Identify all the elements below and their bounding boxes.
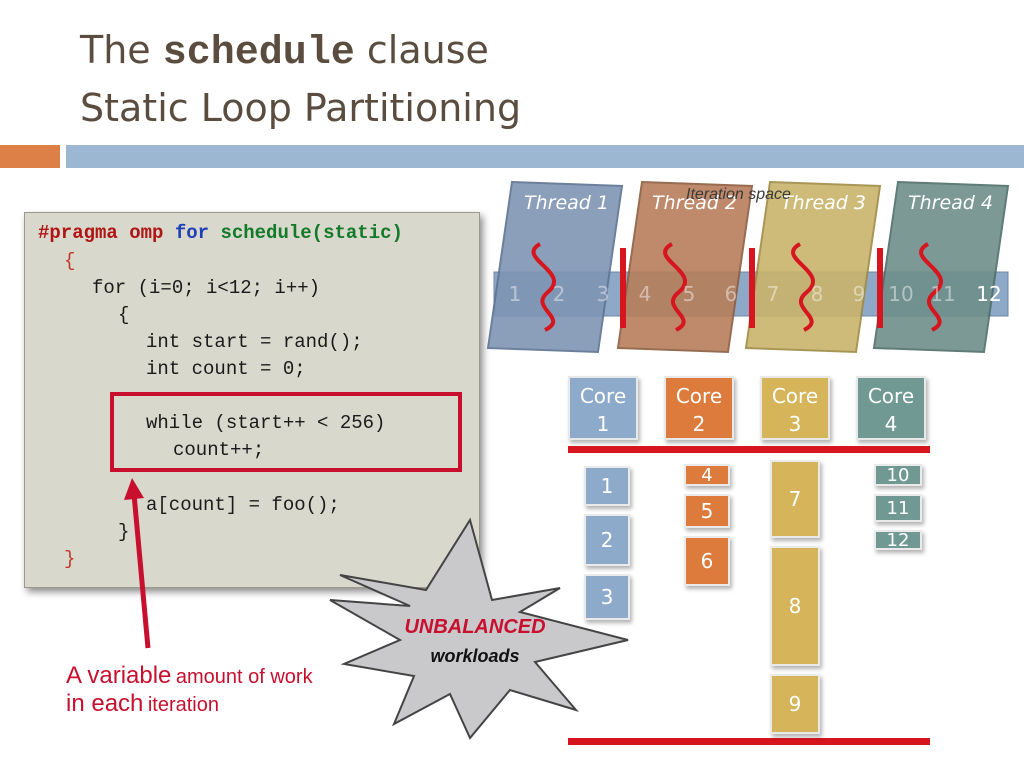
title-suffix: clause bbox=[366, 28, 489, 72]
callout-line1-small: amount of work bbox=[175, 666, 313, 688]
bottom-timeline-bar bbox=[568, 738, 930, 745]
accent-bar-orange bbox=[0, 145, 60, 168]
code-pragma-line: #pragma omp for schedule(static) bbox=[38, 222, 403, 244]
code-inner-close: } bbox=[118, 521, 130, 543]
thread-4-label: Thread 4 bbox=[908, 192, 993, 214]
callout-line2-big: in each bbox=[66, 689, 144, 717]
code-open-brace: { bbox=[64, 250, 76, 272]
divider-2 bbox=[749, 248, 755, 328]
accent-bar-blue bbox=[66, 145, 1024, 168]
task-block: 6 bbox=[684, 536, 730, 586]
code-count-inc: count++; bbox=[173, 439, 265, 461]
core-label: Core bbox=[867, 384, 915, 408]
iteration-number: 7 bbox=[766, 282, 780, 306]
core-3-box: Core 3 bbox=[760, 376, 830, 440]
iteration-number: 8 bbox=[810, 282, 824, 306]
iteration-number: 5 bbox=[682, 282, 696, 306]
task-block: 9 bbox=[770, 674, 820, 734]
iteration-number: 6 bbox=[724, 282, 738, 306]
task-block: 10 bbox=[874, 464, 922, 486]
task-block: 4 bbox=[684, 464, 730, 486]
code-close-brace: } bbox=[64, 548, 76, 570]
code-inner-open: { bbox=[118, 304, 130, 326]
core-label: Core bbox=[771, 384, 819, 408]
divider-1 bbox=[620, 248, 626, 328]
core-4-box: Core 4 bbox=[856, 376, 926, 440]
code-pragma: #pragma omp bbox=[38, 222, 164, 244]
core-number: 1 bbox=[596, 412, 610, 436]
iteration-space-label: Iteration space bbox=[686, 186, 791, 203]
thread-2-label: Thread 2 bbox=[652, 192, 737, 214]
task-block: 5 bbox=[684, 494, 730, 528]
code-start-decl: int start = rand(); bbox=[146, 331, 363, 353]
code-schedule: schedule(static) bbox=[220, 222, 403, 244]
iteration-number: 4 bbox=[638, 282, 652, 306]
thread-3-label: Thread 3 bbox=[781, 192, 866, 214]
while-highlight-box bbox=[110, 392, 462, 472]
title-prefix: The bbox=[80, 28, 151, 72]
variable-work-callout: A variable amount of work in each iterat… bbox=[66, 662, 313, 717]
code-count-decl: int count = 0; bbox=[146, 358, 306, 380]
code-for-keyword: for bbox=[174, 222, 210, 244]
callout-line1-big: A variable bbox=[66, 662, 172, 689]
iteration-number: 11 bbox=[930, 282, 956, 306]
code-while-line: while (start++ < 256) bbox=[146, 412, 386, 434]
unbalanced-text: UNBALANCED bbox=[404, 616, 546, 638]
workloads-text: workloads bbox=[430, 646, 520, 666]
top-timeline-bar bbox=[568, 446, 930, 453]
task-block: 8 bbox=[770, 546, 820, 666]
callout-line2-small: iteration bbox=[147, 693, 219, 716]
core-label: Core bbox=[675, 384, 723, 408]
task-block: 2 bbox=[584, 514, 630, 566]
core-2-box: Core 2 bbox=[664, 376, 734, 440]
task-block: 12 bbox=[874, 530, 922, 551]
code-assign-line: a[count] = foo(); bbox=[146, 494, 340, 516]
iteration-number: 1 bbox=[508, 282, 522, 306]
iteration-number: 9 bbox=[852, 282, 866, 306]
iteration-number: 3 bbox=[596, 282, 610, 306]
core-1-box: Core 1 bbox=[568, 376, 638, 440]
thread-1-label: Thread 1 bbox=[524, 192, 609, 214]
divider-3 bbox=[877, 248, 883, 328]
task-block: 3 bbox=[584, 574, 630, 620]
iteration-number: 12 bbox=[976, 282, 1002, 306]
code-for-loop: for (i=0; i<12; i++) bbox=[92, 277, 321, 299]
slide-title: The schedule clause bbox=[80, 28, 489, 76]
iteration-number: 2 bbox=[552, 282, 566, 306]
task-block: 11 bbox=[874, 494, 922, 522]
core-number: 2 bbox=[692, 412, 706, 436]
task-block: 7 bbox=[770, 460, 820, 538]
slide-subtitle: Static Loop Partitioning bbox=[80, 86, 522, 130]
task-block: 1 bbox=[584, 466, 630, 506]
core-label: Core bbox=[579, 384, 627, 408]
core-number: 3 bbox=[788, 412, 802, 436]
core-number: 4 bbox=[884, 412, 898, 436]
title-keyword: schedule bbox=[162, 31, 355, 76]
iteration-number: 10 bbox=[888, 282, 914, 306]
